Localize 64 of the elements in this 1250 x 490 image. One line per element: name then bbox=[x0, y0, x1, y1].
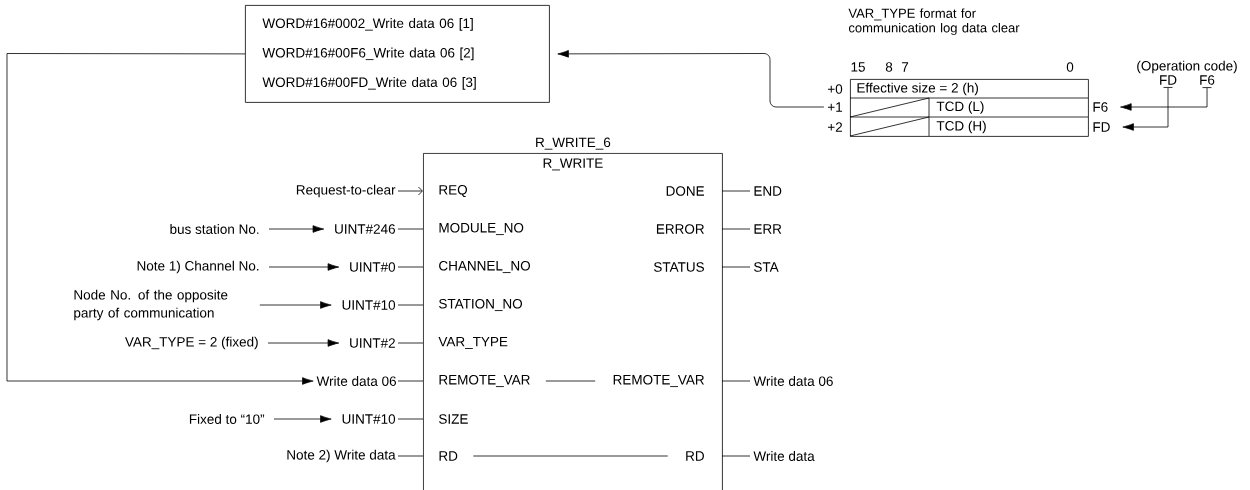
output-label: ERR bbox=[754, 224, 782, 234]
connection-line bbox=[397, 342, 424, 344]
constant-value: UINT#2 bbox=[350, 338, 395, 348]
label-text: (Operation code) bbox=[1137, 60, 1237, 74]
pin-name: VAR_TYPE bbox=[438, 337, 508, 349]
arrow bbox=[1120, 87, 1212, 111]
connection-line bbox=[397, 455, 424, 457]
input-label: bus station No. bbox=[170, 224, 259, 234]
connection-line bbox=[721, 266, 751, 268]
connection-line bbox=[397, 304, 424, 306]
pin-name: CHANNEL_NO bbox=[439, 260, 531, 274]
output-label: Write data bbox=[753, 451, 815, 461]
pin-name: MODULE_NO bbox=[439, 222, 524, 236]
pin-name: STATION_NO bbox=[439, 298, 523, 312]
constant-value: UINT#246 bbox=[335, 224, 395, 234]
input-label: Request-to-clear bbox=[296, 184, 396, 198]
arrow bbox=[268, 263, 340, 271]
connection-line bbox=[397, 228, 424, 230]
operation-code: FD bbox=[1160, 75, 1177, 85]
operation-code: F6 bbox=[1093, 102, 1108, 112]
constant-value: UINT#10 bbox=[342, 414, 396, 424]
arrow bbox=[397, 186, 423, 196]
arrow bbox=[268, 225, 325, 233]
arrow bbox=[273, 415, 332, 423]
input-label: Note 1) Channel No. bbox=[137, 260, 259, 274]
arrow bbox=[267, 339, 340, 347]
arrow bbox=[1122, 87, 1173, 131]
input-label: Write data 06 bbox=[316, 376, 396, 386]
constant-value: UINT#0 bbox=[350, 262, 396, 272]
connection-line bbox=[397, 266, 424, 268]
pin-name: REQ bbox=[439, 185, 467, 197]
pin-name: RD bbox=[686, 451, 704, 461]
row-offset: +1 bbox=[827, 102, 843, 112]
connection-line bbox=[721, 190, 751, 192]
pin-name: STATUS bbox=[653, 262, 704, 272]
input-label: VAR_TYPE = 2 (fixed) bbox=[125, 336, 258, 350]
pin-name: REMOTE_VAR bbox=[613, 374, 704, 388]
operation-code: F6 bbox=[1200, 75, 1215, 85]
output-label: Write data 06 bbox=[753, 376, 833, 386]
data-box: WORD#16#0002_Write data 06 [1] WORD#16#00F6_Write data 06 [2] WORD#16#00FD_Write data 06 [3] bbox=[245, 5, 550, 103]
operation-code: FD bbox=[1093, 122, 1110, 132]
arrow bbox=[6, 53, 314, 385]
connection-line bbox=[721, 228, 751, 230]
output-label: END bbox=[754, 186, 782, 196]
input-label: Fixed to “10” bbox=[189, 414, 265, 424]
node-label: VAR_TYPE format for communication log data clear bbox=[848, 8, 1020, 36]
connection-line bbox=[721, 380, 751, 382]
connection-line bbox=[721, 455, 751, 457]
pin-name: REMOTE_VAR bbox=[439, 374, 530, 388]
constant-value: UINT#10 bbox=[342, 300, 396, 310]
output-label: STA bbox=[754, 262, 779, 272]
connection-line bbox=[397, 418, 424, 420]
connection-line bbox=[545, 380, 596, 382]
arrow bbox=[259, 301, 332, 309]
connection-line bbox=[472, 455, 669, 457]
pin-name: DONE bbox=[666, 186, 704, 196]
input-label: Node No. of the opposite party of communication bbox=[74, 289, 228, 321]
node-label: R_WRITE_6 bbox=[536, 137, 611, 150]
pin-name: RD bbox=[439, 451, 458, 461]
input-label: Note 2) Write data bbox=[287, 449, 396, 463]
connection-line bbox=[397, 380, 424, 382]
pin-name: ERROR bbox=[656, 224, 704, 234]
pin-name: SIZE bbox=[439, 414, 468, 424]
arrow bbox=[557, 50, 825, 108]
